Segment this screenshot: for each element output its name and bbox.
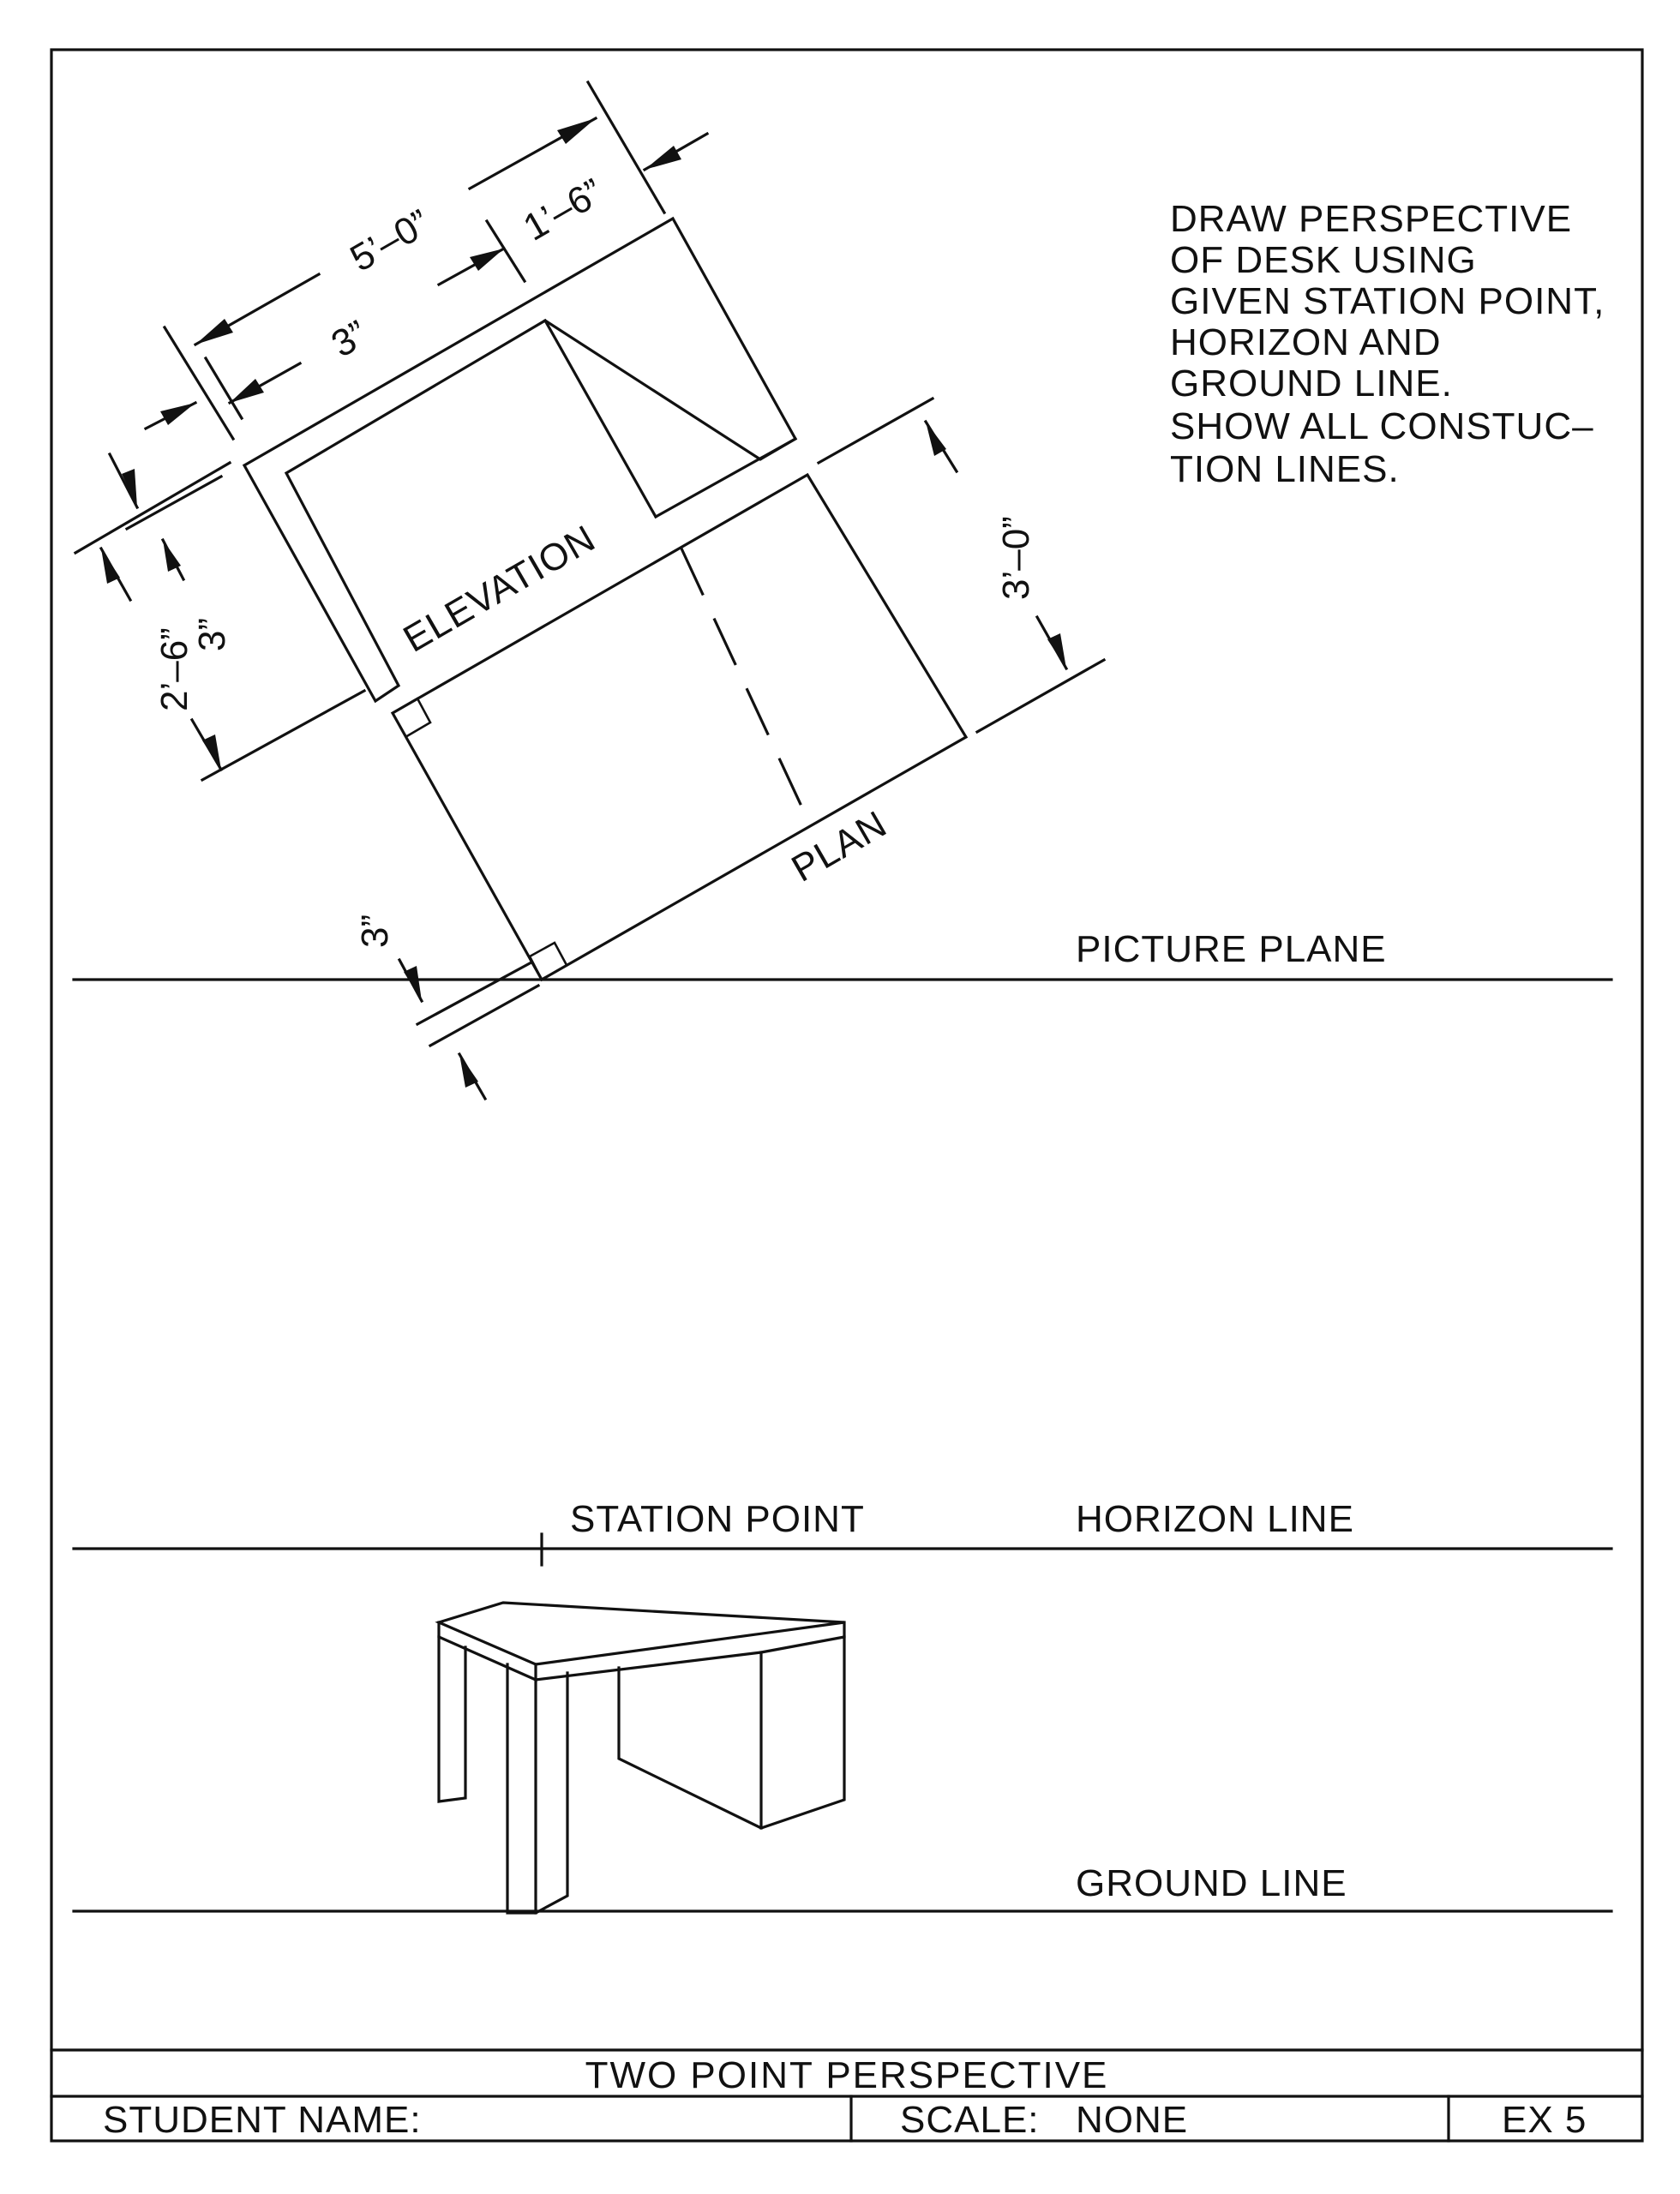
ground-line-label: GROUND LINE: [1076, 1862, 1347, 1904]
ext-line-left-2: [124, 474, 224, 531]
dim-top-overhang: 3”: [325, 313, 375, 366]
horizon-line-label: HORIZON LINE: [1076, 1498, 1354, 1540]
ext-line-bottom-2: [428, 983, 541, 1048]
sheet-border: [50, 48, 1644, 2143]
station-point-label: STATION POINT: [570, 1498, 865, 1540]
ext-line-top-left-2: [203, 356, 244, 421]
svg-text:OF DESK USING: OF DESK USING: [1170, 239, 1477, 281]
svg-text:DRAW PERSPECTIVE: DRAW PERSPECTIVE: [1170, 198, 1572, 240]
ext-line-right-2: [975, 657, 1107, 734]
scale-value: NONE: [1076, 2099, 1188, 2141]
svg-text:GIVEN STATION POINT,: GIVEN STATION POINT,: [1170, 280, 1605, 322]
title-block: TWO POINT PERSPECTIVE STUDENT NAME: SCAL…: [50, 2048, 1644, 2143]
ext-line-top-mid: [484, 219, 527, 284]
elevation-top-line: [653, 436, 798, 519]
scale-label: SCALE:: [900, 2099, 1040, 2141]
desk-leg-left: [437, 1635, 467, 1803]
dim-plan-setback: 3”: [354, 914, 396, 948]
svg-text:GROUND LINE.: GROUND LINE.: [1170, 363, 1453, 405]
ext-line-left-1: [73, 460, 232, 555]
student-name-label: STUDENT NAME:: [103, 2099, 422, 2141]
elevation-label: ELEVATION: [397, 518, 603, 661]
elevation-side-panel: [543, 318, 658, 519]
svg-text:TION LINES.: TION LINES.: [1170, 448, 1400, 490]
dim-end-depth: 1’–6”: [517, 171, 610, 249]
desk-top-front-edge: [437, 1621, 537, 1682]
desk-perspective: [435, 1601, 846, 1915]
exercise-number: EX 5: [1502, 2099, 1587, 2141]
ext-line-left-3: [200, 688, 367, 782]
svg-text:HORIZON AND: HORIZON AND: [1170, 321, 1442, 363]
dim-height: 2’–6”: [153, 627, 195, 711]
right-angle-mark-bottom: [528, 941, 568, 980]
ext-line-right-1: [816, 396, 935, 465]
desk-leg-front: [506, 1663, 569, 1915]
elevation-outline: [242, 216, 798, 704]
plan-label: PLAN: [785, 803, 895, 890]
picture-plane-label: PICTURE PLANE: [1076, 928, 1387, 970]
dim-plan-depth: 3’–0”: [995, 516, 1037, 600]
ext-line-top-left-1: [162, 325, 236, 441]
plan-outline: [390, 472, 969, 982]
ext-line-top-right: [585, 80, 667, 215]
dim-top-thickness: 3”: [191, 618, 233, 651]
ext-line-bottom-1: [415, 961, 532, 1027]
right-angle-mark-top: [392, 697, 432, 739]
title-block-title: TWO POINT PERSPECTIVE: [585, 2054, 1109, 2096]
dim-overall-length: 5’–0”: [344, 201, 437, 279]
dim-line-left-top: [107, 452, 140, 510]
svg-text:SHOW ALL CONSTUC–: SHOW ALL CONSTUC–: [1170, 405, 1594, 447]
instructions-block: DRAW PERSPECTIVE OF DESK USING GIVEN STA…: [1170, 198, 1605, 490]
plan-hidden-line: [680, 548, 806, 812]
desk-top-right-edge: [534, 1621, 846, 1681]
desk-top-surface: [435, 1601, 845, 1666]
